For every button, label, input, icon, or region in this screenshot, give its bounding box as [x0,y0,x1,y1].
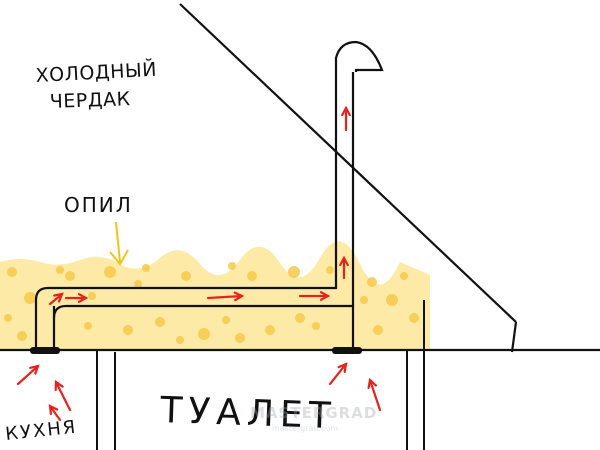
toilet-walls [96,300,425,450]
sawdust-dots [4,262,419,344]
sawdust-layer [0,241,430,350]
sawdust-dot [88,292,96,300]
sawdust-dot [367,277,377,287]
sawdust-dot [326,266,334,274]
airflow-arrows [16,105,382,422]
airflow-arrow [64,293,89,303]
sawdust-dot [295,313,305,323]
watermark-subtext: mastergrad.com [272,424,338,433]
sawdust-dot [104,266,116,278]
sawdust-label: ОПИЛ [64,193,133,217]
airflow-arrow [339,255,349,280]
sawdust-dot [228,262,236,270]
sawdust-dot [181,271,191,281]
sawdust-dot [17,331,27,341]
cold-attic-label-line1: ХОЛОДНЫЙ [35,58,157,87]
airflow-arrow [298,291,331,301]
sawdust-dot [123,325,133,335]
sawdust-dot [360,296,368,304]
toilet-grille [332,347,362,354]
airflow-arrow [328,362,348,386]
sawdust-dot [222,316,230,324]
watermark: MASTERGRAD mastergrad.com [250,404,377,433]
ventilation-duct [34,40,384,352]
sawdust-dot [198,328,210,340]
sawdust-dot [7,267,17,277]
airflow-arrow [206,291,245,302]
sawdust-dot [312,322,320,330]
sawdust-dot [400,272,408,280]
toilet-label: ТУАЛЕТ [159,390,338,437]
vent-grilles [30,347,362,354]
sawdust-dot [386,294,398,306]
sawdust-dot [134,280,142,288]
sawdust-dot [247,271,257,281]
watermark-text: MASTERGRAD [250,404,377,422]
airflow-arrow [48,404,62,422]
sawdust-dot [265,325,275,335]
sawdust-dot [409,313,419,323]
sawdust-dot [56,266,64,274]
kitchen-label: КУХНЯ [4,417,78,445]
airflow-arrow [16,364,40,386]
sawdust-dot [176,336,184,344]
sawdust-dot [84,322,92,330]
sawdust-dot [373,325,383,335]
sawdust-dot [24,292,36,304]
sawdust-dot [4,314,12,322]
sawdust-dot [65,271,75,281]
sawdust-dot [235,333,245,343]
sawdust-dot [288,266,300,278]
sawdust-dot [155,317,165,327]
sawdust-dot [142,264,150,272]
airflow-arrow [54,379,72,412]
cold-attic-label-line2: ЧЕРДАК [49,88,131,113]
kitchen-grille [30,347,60,354]
airflow-arrow [367,377,382,412]
roof-line [179,3,517,323]
sawdust-pointer [109,221,129,266]
airflow-arrow [341,105,351,132]
roof-eave [510,321,518,353]
sawdust-fill [0,241,430,350]
airflow-arrow [48,292,64,306]
